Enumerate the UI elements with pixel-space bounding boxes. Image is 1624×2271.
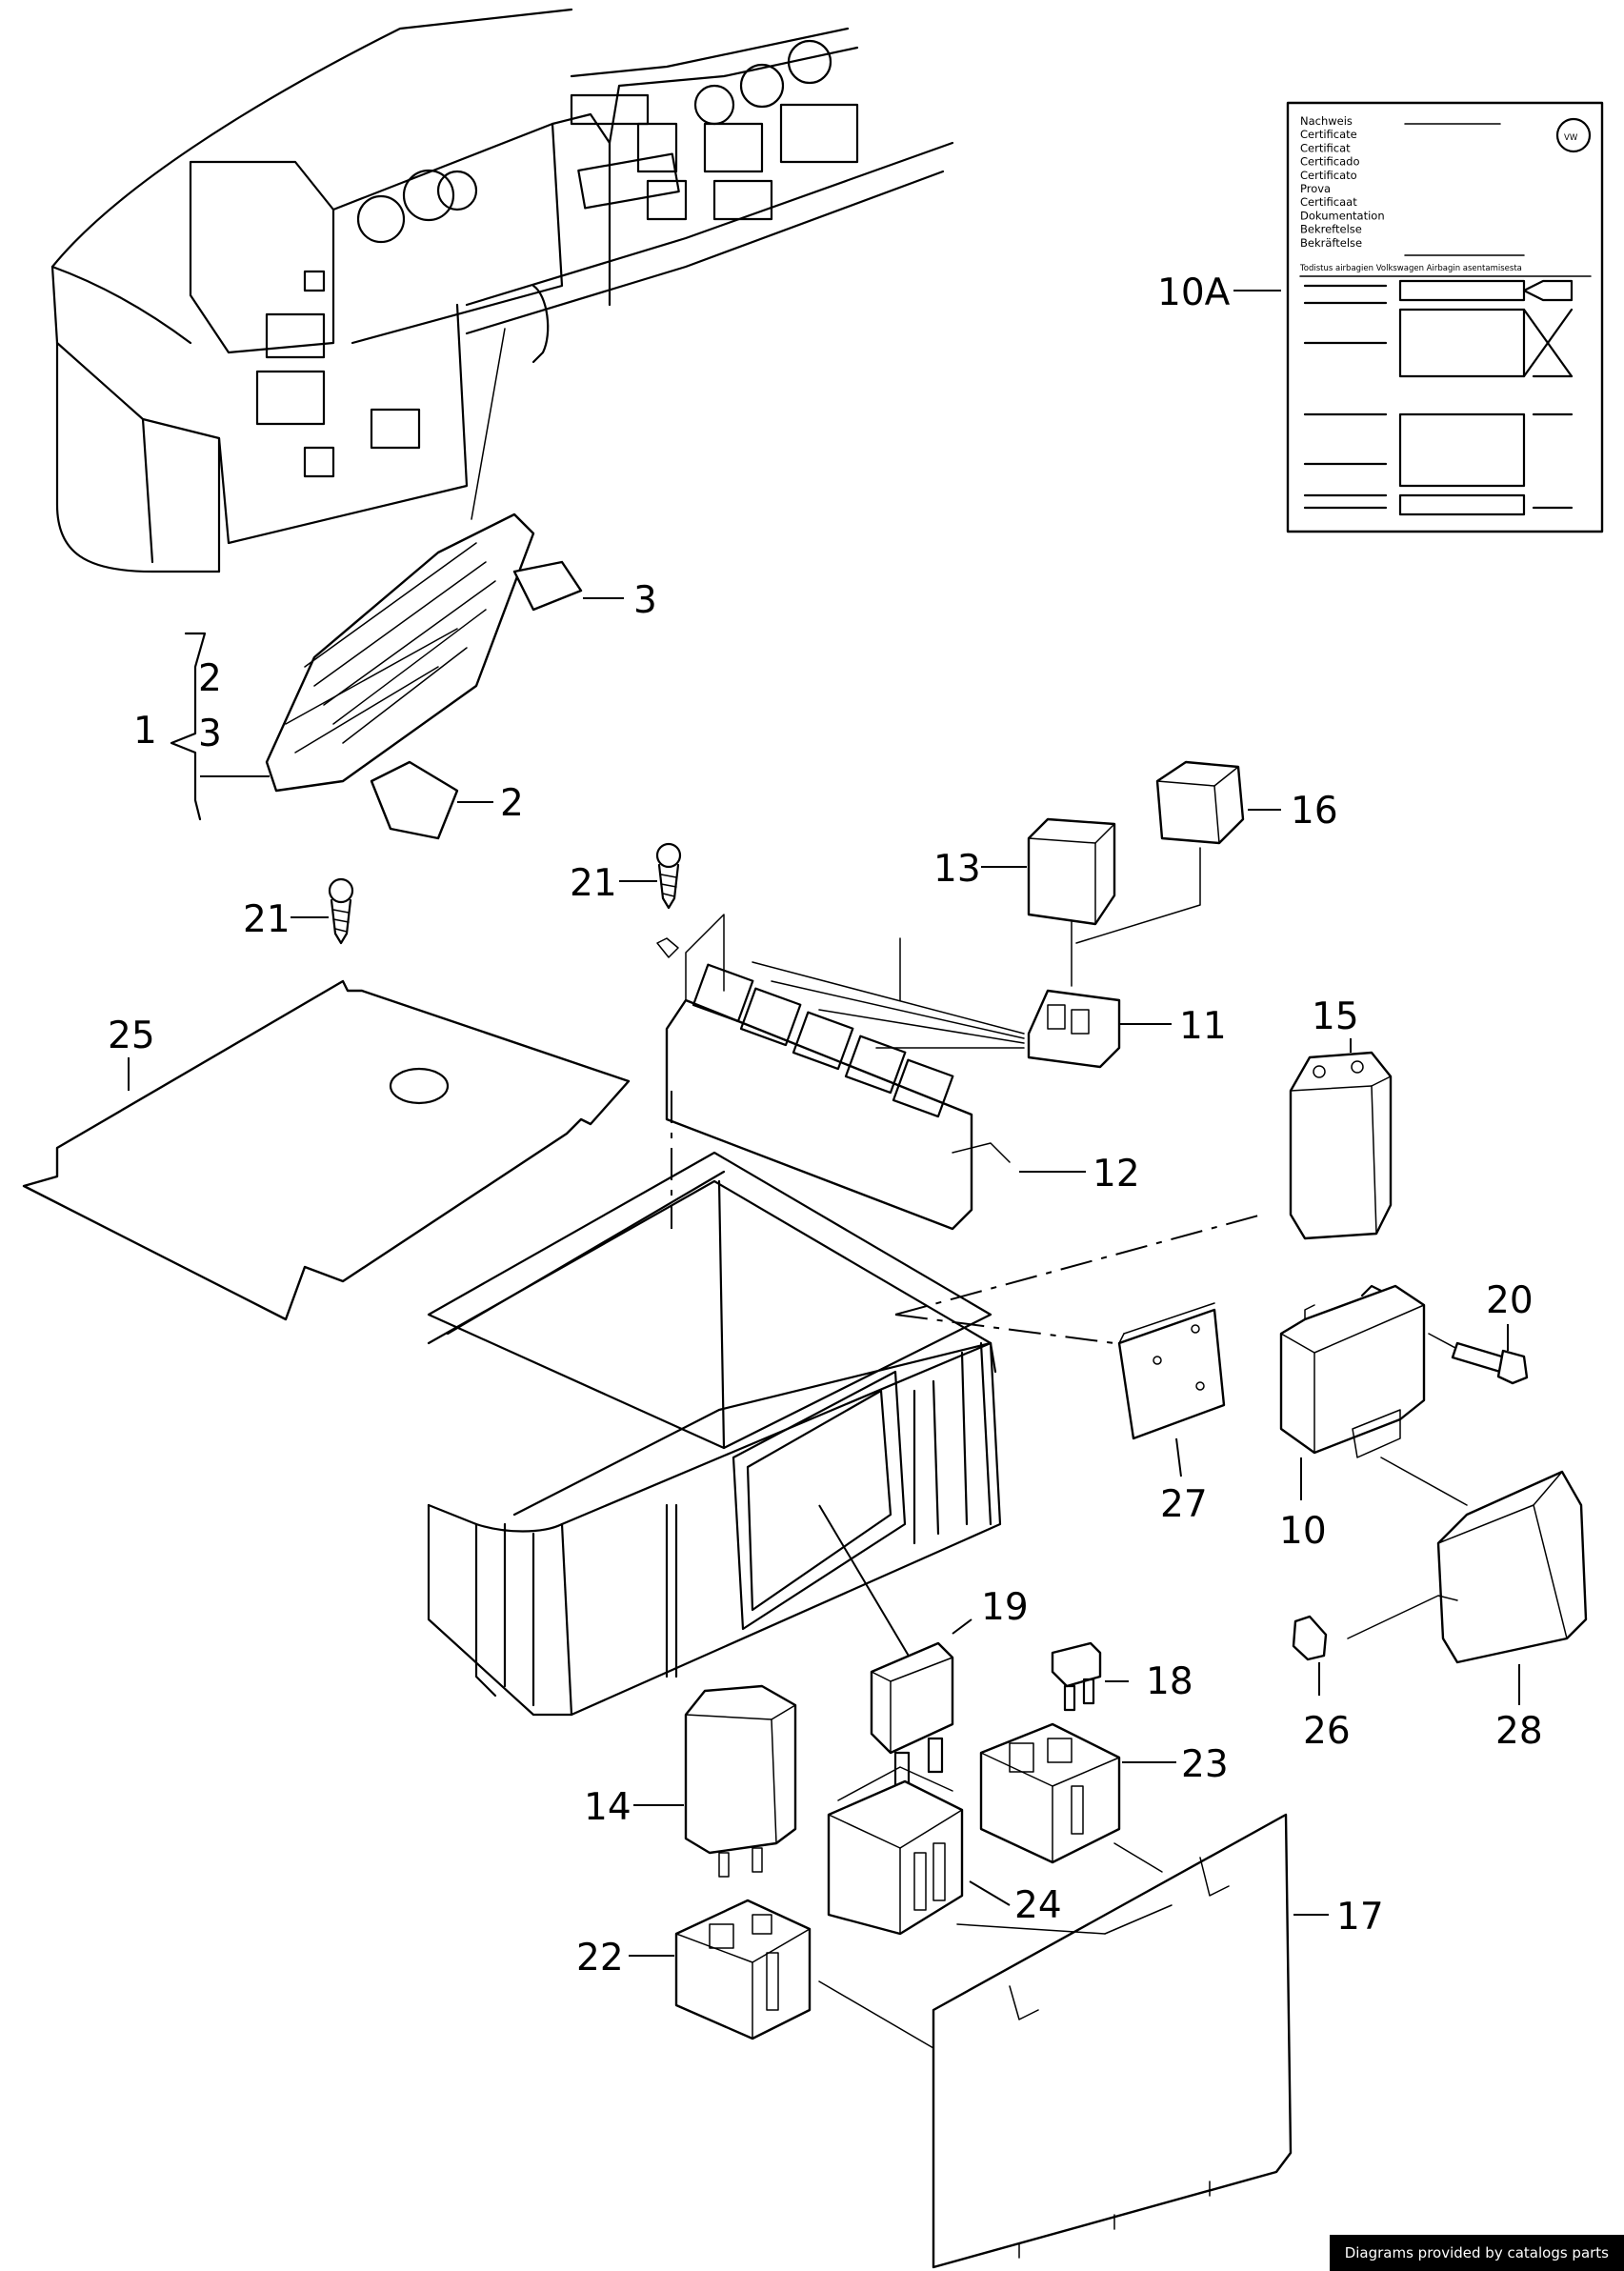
relay-socket-part-11 <box>1027 989 1121 1069</box>
cover-part-28 <box>1347 1470 1588 1664</box>
credit-badge: Diagrams provided by catalogs parts <box>1329 2235 1624 2271</box>
certificate-footer: Todistus airbagien Volkswagen Airbagin a… <box>1299 264 1522 273</box>
certificate-line: Prova <box>1300 182 1331 195</box>
certificate-line: Bekreftelse <box>1300 223 1362 236</box>
control-unit-part-10 <box>1279 1284 1468 1506</box>
cover-plate-part-25 <box>22 979 631 1321</box>
cover-part-17 <box>818 1813 1293 2269</box>
callout-17: 17 <box>1336 1896 1384 1939</box>
relay-part-14 <box>684 1684 797 1878</box>
relay-carrier-part-12 <box>665 914 1025 1231</box>
certificate-line: Bekräftelse <box>1300 236 1362 250</box>
callout-labels: 1 2 3 3 2 10A 10 11 12 13 14 15 16 17 18… <box>108 271 1543 1980</box>
leader-lines <box>128 290 1520 1957</box>
callout-18: 18 <box>1146 1660 1193 1703</box>
relay-socket-part-23 <box>979 1722 1121 1864</box>
certificate-line: Certificate <box>1300 128 1357 141</box>
callout-21-right: 21 <box>570 862 617 905</box>
control-unit-part-15 <box>1289 1051 1393 1240</box>
callout-21-left: 21 <box>243 898 291 941</box>
callout-19: 19 <box>981 1586 1029 1629</box>
fuse-part-18 <box>1051 1641 1102 1712</box>
certificate-line: Dokumentation <box>1300 209 1385 222</box>
callout-3: 3 <box>633 579 657 622</box>
callout-3-bracket: 3 <box>198 713 222 755</box>
fuse-part-19 <box>870 1641 954 1788</box>
relay-socket-part-24 <box>827 1766 964 1936</box>
callout-22: 22 <box>576 1937 624 1980</box>
callout-20: 20 <box>1486 1279 1534 1322</box>
callout-25: 25 <box>108 1015 155 1057</box>
certificate-line: Certificado <box>1300 155 1360 169</box>
certificate-lines: NachweisCertificateCertificatCertificado… <box>1300 114 1385 250</box>
callout-10a: 10A <box>1157 271 1231 314</box>
screw-part-21-right <box>655 842 682 958</box>
callout-13: 13 <box>933 848 981 891</box>
callout-15: 15 <box>1312 995 1359 1038</box>
storage-box <box>427 1151 1002 1717</box>
callout-2-bracket: 2 <box>198 657 222 700</box>
callout-10: 10 <box>1279 1510 1327 1553</box>
clip-part-26 <box>1292 1615 1328 1661</box>
relay-part-13 <box>1027 817 1116 987</box>
bolt-part-20 <box>1428 1333 1529 1385</box>
certificate-line: Nachweis <box>1300 114 1353 128</box>
svg-text:VW: VW <box>1564 133 1578 143</box>
callout-23: 23 <box>1181 1743 1229 1786</box>
callout-26: 26 <box>1303 1710 1351 1753</box>
relay-socket-part-22 <box>674 1899 812 2040</box>
dashboard-illustration <box>50 8 954 573</box>
relay-plate-part-1 <box>265 512 583 840</box>
callout-12: 12 <box>1093 1153 1140 1196</box>
certificate-line: Certificat <box>1300 141 1351 154</box>
callout-16: 16 <box>1291 790 1338 833</box>
bracket-1 <box>170 632 270 821</box>
callout-14: 14 <box>584 1786 632 1829</box>
callout-27: 27 <box>1160 1483 1208 1526</box>
callout-24: 24 <box>1014 1884 1062 1927</box>
callout-28: 28 <box>1495 1710 1543 1753</box>
callout-1: 1 <box>133 710 157 753</box>
bracket-part-27 <box>1117 1302 1226 1440</box>
callout-2: 2 <box>500 782 524 825</box>
screw-part-21-left <box>328 877 354 945</box>
control-unit-part-16 <box>1075 760 1245 944</box>
certificate-line: Certificato <box>1300 169 1357 182</box>
certificate-10a: VW NachweisCertificateCertificatCertific… <box>1286 101 1604 533</box>
certificate-line: Certificaat <box>1300 195 1357 209</box>
callout-11: 11 <box>1179 1005 1227 1048</box>
